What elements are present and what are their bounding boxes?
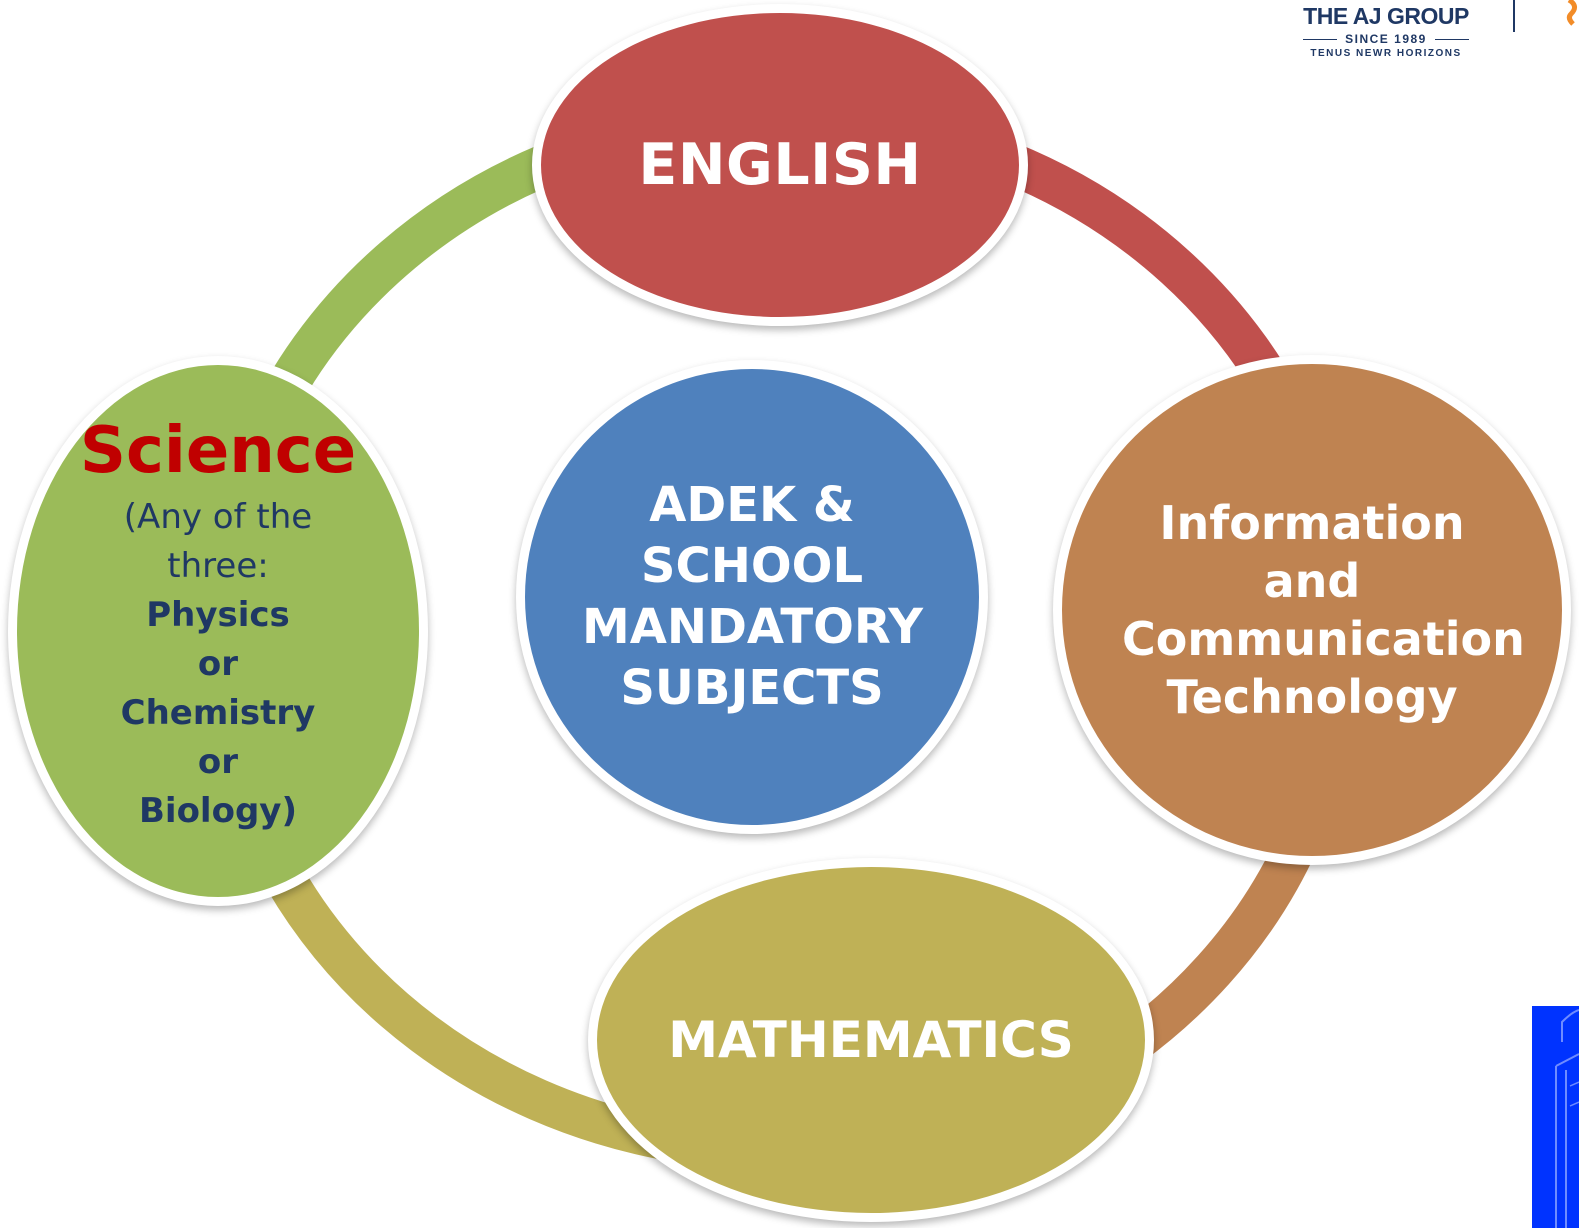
science-note-line-2: three: xyxy=(167,545,269,586)
building-outline-icon xyxy=(1555,1009,1579,1228)
center-line-3: MANDATORY xyxy=(582,599,923,655)
logo-divider xyxy=(1513,0,1515,32)
ict-line-1: Information xyxy=(1159,496,1465,550)
center-line-2: SCHOOL xyxy=(640,538,864,594)
english-label: ENGLISH xyxy=(638,132,922,198)
science-title: Science xyxy=(79,413,357,488)
ict-node: Information and Communication Technology xyxy=(1053,355,1571,865)
english-node: ENGLISH xyxy=(532,4,1028,326)
ict-line-4: Technology xyxy=(1166,670,1458,724)
logo-name: THE AJ GROUP xyxy=(1303,3,1469,29)
science-node: Science (Any of the three: Physics or Ch… xyxy=(8,356,428,906)
corner-building-graphic xyxy=(1532,1006,1579,1228)
logo-tagline: TENUS NEWR HORIZONS xyxy=(1310,48,1462,59)
science-option-chemistry: Chemistry xyxy=(120,692,316,733)
center-line-4: SUBJECTS xyxy=(620,660,884,716)
aj-group-logo: THE AJ GROUP SINCE 1989 TENUS NEWR HORIZ… xyxy=(1286,0,1486,70)
science-option-physics: Physics xyxy=(146,594,290,635)
ict-label: Information and Communication Technology xyxy=(1122,494,1525,726)
ict-line-2: and xyxy=(1263,554,1361,608)
ict-line-3: Communication xyxy=(1122,612,1525,666)
mathematics-label: MATHEMATICS xyxy=(668,1011,1074,1069)
logo-since: SINCE 1989 xyxy=(1286,32,1486,46)
mathematics-node: MATHEMATICS xyxy=(588,858,1154,1222)
science-note-line-1: (Any of the xyxy=(123,496,313,537)
science-option-or-2: or xyxy=(197,741,239,782)
center-line-1: ADEK & xyxy=(649,477,855,533)
partner-logo-fragment-icon xyxy=(1566,0,1577,26)
science-option-or-1: or xyxy=(197,643,239,684)
center-node: ADEK & SCHOOL MANDATORY SUBJECTS xyxy=(516,360,988,834)
science-option-biology: Biology) xyxy=(139,790,297,831)
center-label: ADEK & SCHOOL MANDATORY SUBJECTS xyxy=(582,475,923,719)
